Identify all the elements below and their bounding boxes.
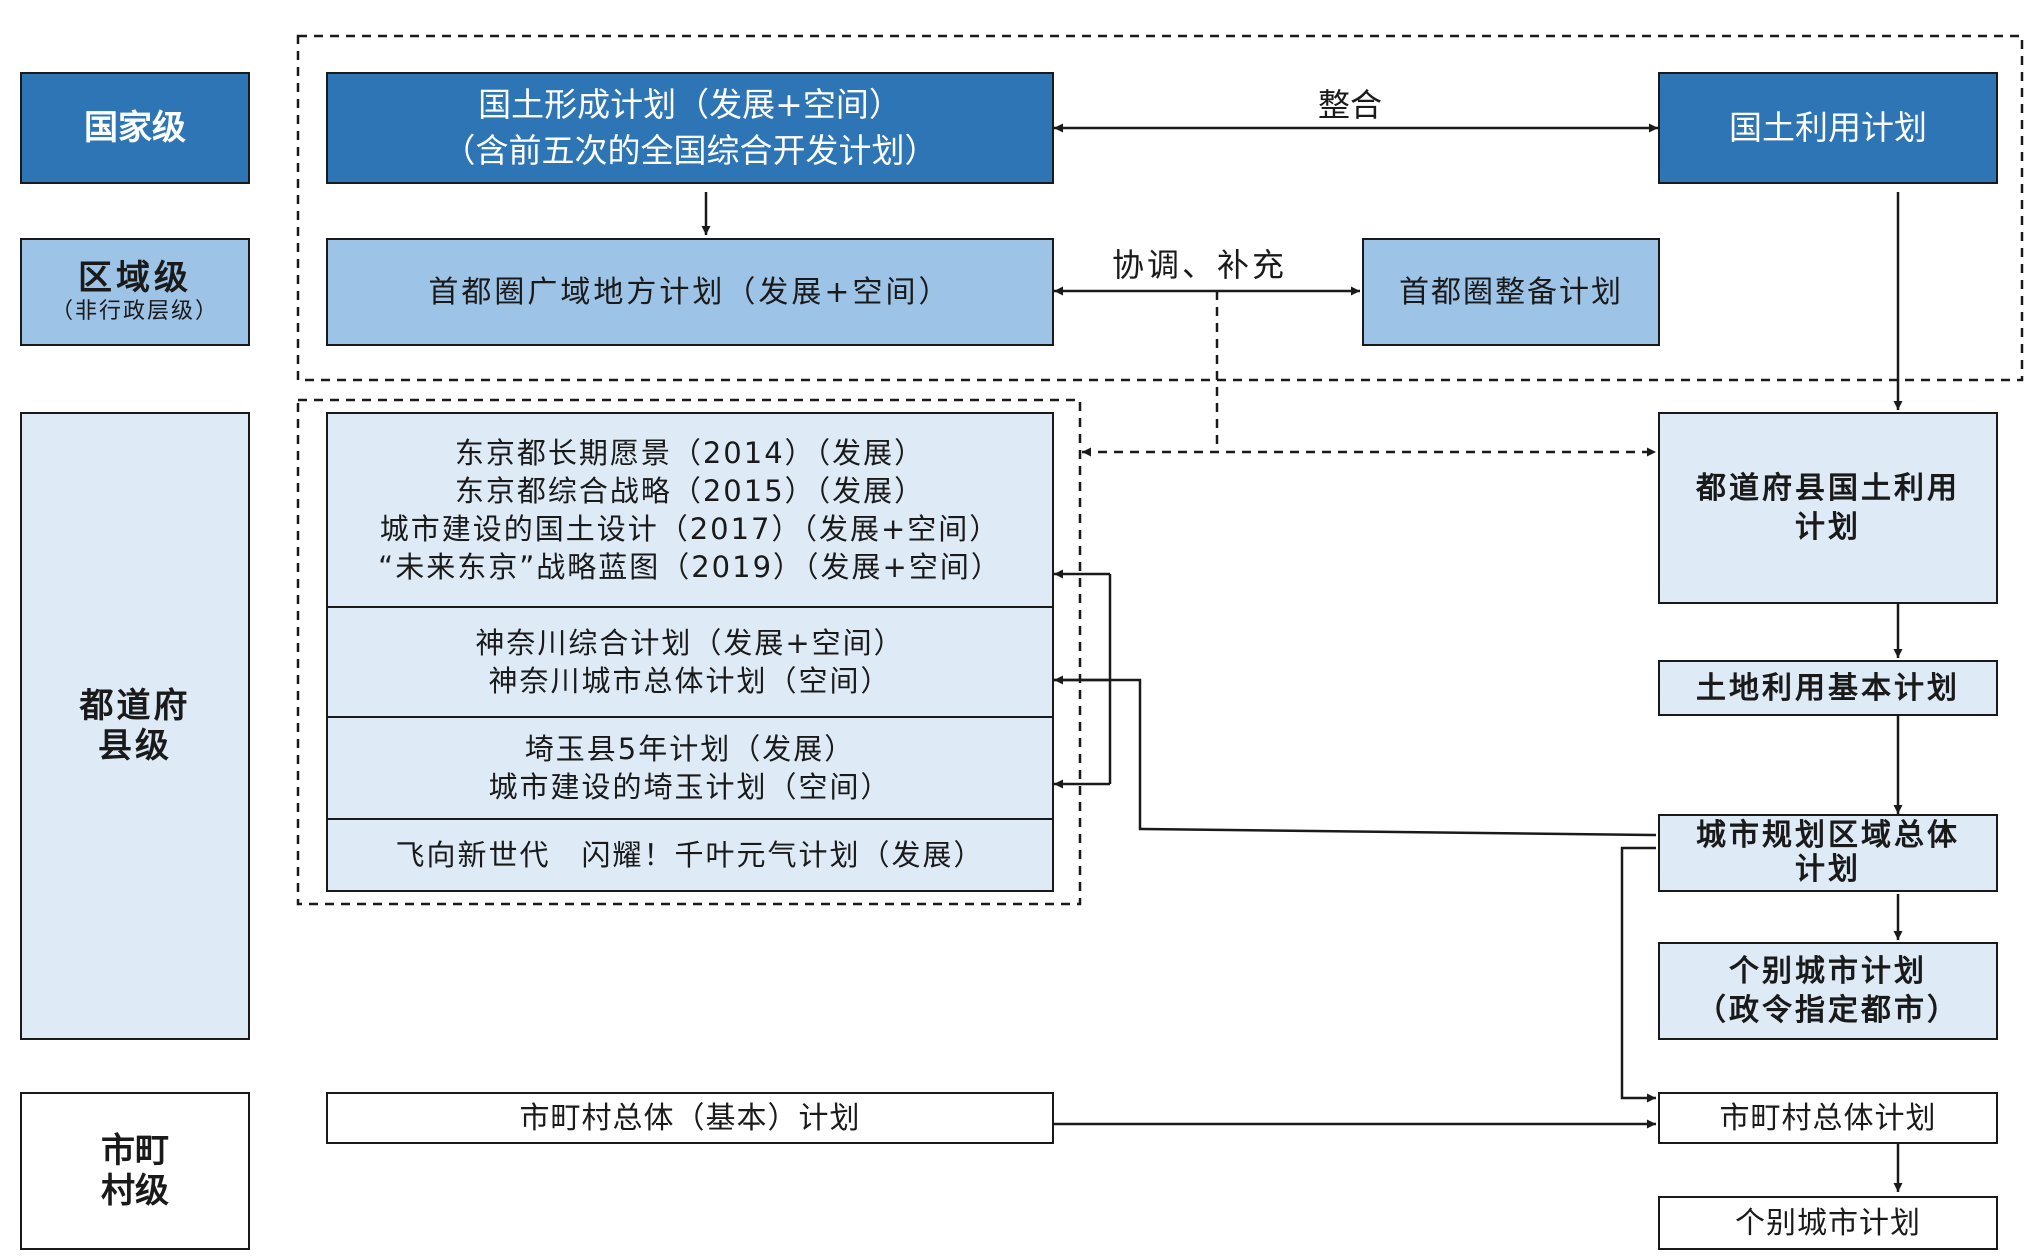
level-municipal-label-1: 市町 <box>101 1131 169 1171</box>
pref-land-use-title-1: 都道府县国土利用 <box>1696 471 1960 506</box>
tokyo-plan-2: 东京都综合战略（2015）（发展） <box>454 474 926 508</box>
saitama-plan-2: 城市建设的埼玉计划（空间） <box>488 770 892 804</box>
individual-city-plan: 个别城市计划 <box>1658 1196 1998 1250</box>
saitama-plan-1: 埼玉县5年计划（发展） <box>524 732 856 766</box>
level-prefecture-label-1: 都道府 <box>79 686 191 726</box>
area-to-prefecture-plans-line <box>1054 678 1657 837</box>
level-national: 国家级 <box>20 72 250 184</box>
capital-wide-area-title: 首都圈广域地方计划（发展+空间） <box>428 274 952 310</box>
kanagawa-plan-1: 神奈川综合计划（发展+空间） <box>475 626 905 660</box>
national-land-use-title: 国土利用计划 <box>1729 108 1927 147</box>
kanagawa-plan-2: 神奈川城市总体计划（空间） <box>488 664 892 698</box>
city-area-master-title-2: 计划 <box>1795 852 1861 887</box>
level-national-label: 国家级 <box>84 108 186 148</box>
level-regional: 区域级 （非行政层级） <box>20 238 250 346</box>
municipal-master-basic-plan: 市町村总体（基本）计划 <box>326 1092 1054 1144</box>
national-formation-note: （含前五次的全国综合开发计划） <box>442 131 938 170</box>
individual-city-designated-title-1: 个别城市计划 <box>1729 954 1927 989</box>
saitama-plans: 埼玉县5年计划（发展） 城市建设的埼玉计划（空间） <box>328 716 1052 818</box>
city-area-master-title-1: 城市规划区域总体 <box>1696 818 1960 853</box>
tokyo-plan-4: “未来东京”战略蓝图（2019）（发展+空间） <box>378 550 1002 584</box>
dashed-group-national-regional <box>296 34 2024 382</box>
national-formation-title: 国土形成计划（发展+空间） <box>478 85 902 124</box>
pref-land-use-plan: 都道府县国土利用 计划 <box>1658 412 1998 604</box>
prefecture-plans-stack: 东京都长期愿景（2014）（发展） 东京都综合战略（2015）（发展） 城市建设… <box>326 412 1054 892</box>
coordinate-label: 协调、补充 <box>1112 246 1288 284</box>
individual-city-designated-plan: 个别城市计划 （政令指定都市） <box>1658 942 1998 1040</box>
capital-wide-area-plan: 首都圈广域地方计划（发展+空间） <box>326 238 1054 346</box>
tokyo-plan-3: 城市建设的国土设计（2017）（发展+空间） <box>379 512 1001 546</box>
capital-maintenance-plan: 首都圈整备计划 <box>1362 238 1660 346</box>
municipal-master-plan: 市町村总体计划 <box>1658 1092 1998 1144</box>
level-municipal-label-2: 村级 <box>101 1171 169 1211</box>
integrate-label: 整合 <box>1318 86 1383 124</box>
national-land-use-plan: 国土利用计划 <box>1658 72 1998 184</box>
city-area-master-plan: 城市规划区域总体 计划 <box>1658 814 1998 892</box>
level-prefecture: 都道府 县级 <box>20 412 250 1040</box>
level-regional-label: 区域级 <box>78 258 192 298</box>
land-use-basic-plan: 土地利用基本计划 <box>1658 660 1998 716</box>
dashed-group-prefecture-plans <box>296 398 1082 906</box>
national-formation-plan: 国土形成计划（发展+空间） （含前五次的全国综合开发计划） <box>326 72 1054 184</box>
pref-land-use-title-2: 计划 <box>1795 510 1861 545</box>
level-municipal: 市町 村级 <box>20 1092 250 1250</box>
level-regional-note: （非行政层级） <box>50 299 219 324</box>
individual-city-title: 个别城市计划 <box>1735 1205 1921 1241</box>
municipal-master-title: 市町村总体计划 <box>1719 1100 1937 1136</box>
tokyo-plan-1: 东京都长期愿景（2014）（发展） <box>454 436 926 470</box>
municipal-master-basic-title: 市町村总体（基本）计划 <box>519 1100 861 1136</box>
chiba-plan-title: 飞向新世代 闪耀！千叶元气计划（发展） <box>395 837 985 872</box>
kanagawa-plans: 神奈川综合计划（发展+空间） 神奈川城市总体计划（空间） <box>328 606 1052 716</box>
chiba-plan: 飞向新世代 闪耀！千叶元气计划（发展） <box>328 818 1052 889</box>
land-use-basic-title: 土地利用基本计划 <box>1696 670 1960 706</box>
level-prefecture-label-2: 县级 <box>98 726 172 766</box>
individual-city-designated-title-2: （政令指定都市） <box>1696 993 1960 1028</box>
area-to-municipal-arrow <box>1620 846 1656 1103</box>
capital-maintenance-title: 首都圈整备计划 <box>1399 274 1623 310</box>
tokyo-plans: 东京都长期愿景（2014）（发展） 东京都综合战略（2015）（发展） 城市建设… <box>328 414 1052 606</box>
